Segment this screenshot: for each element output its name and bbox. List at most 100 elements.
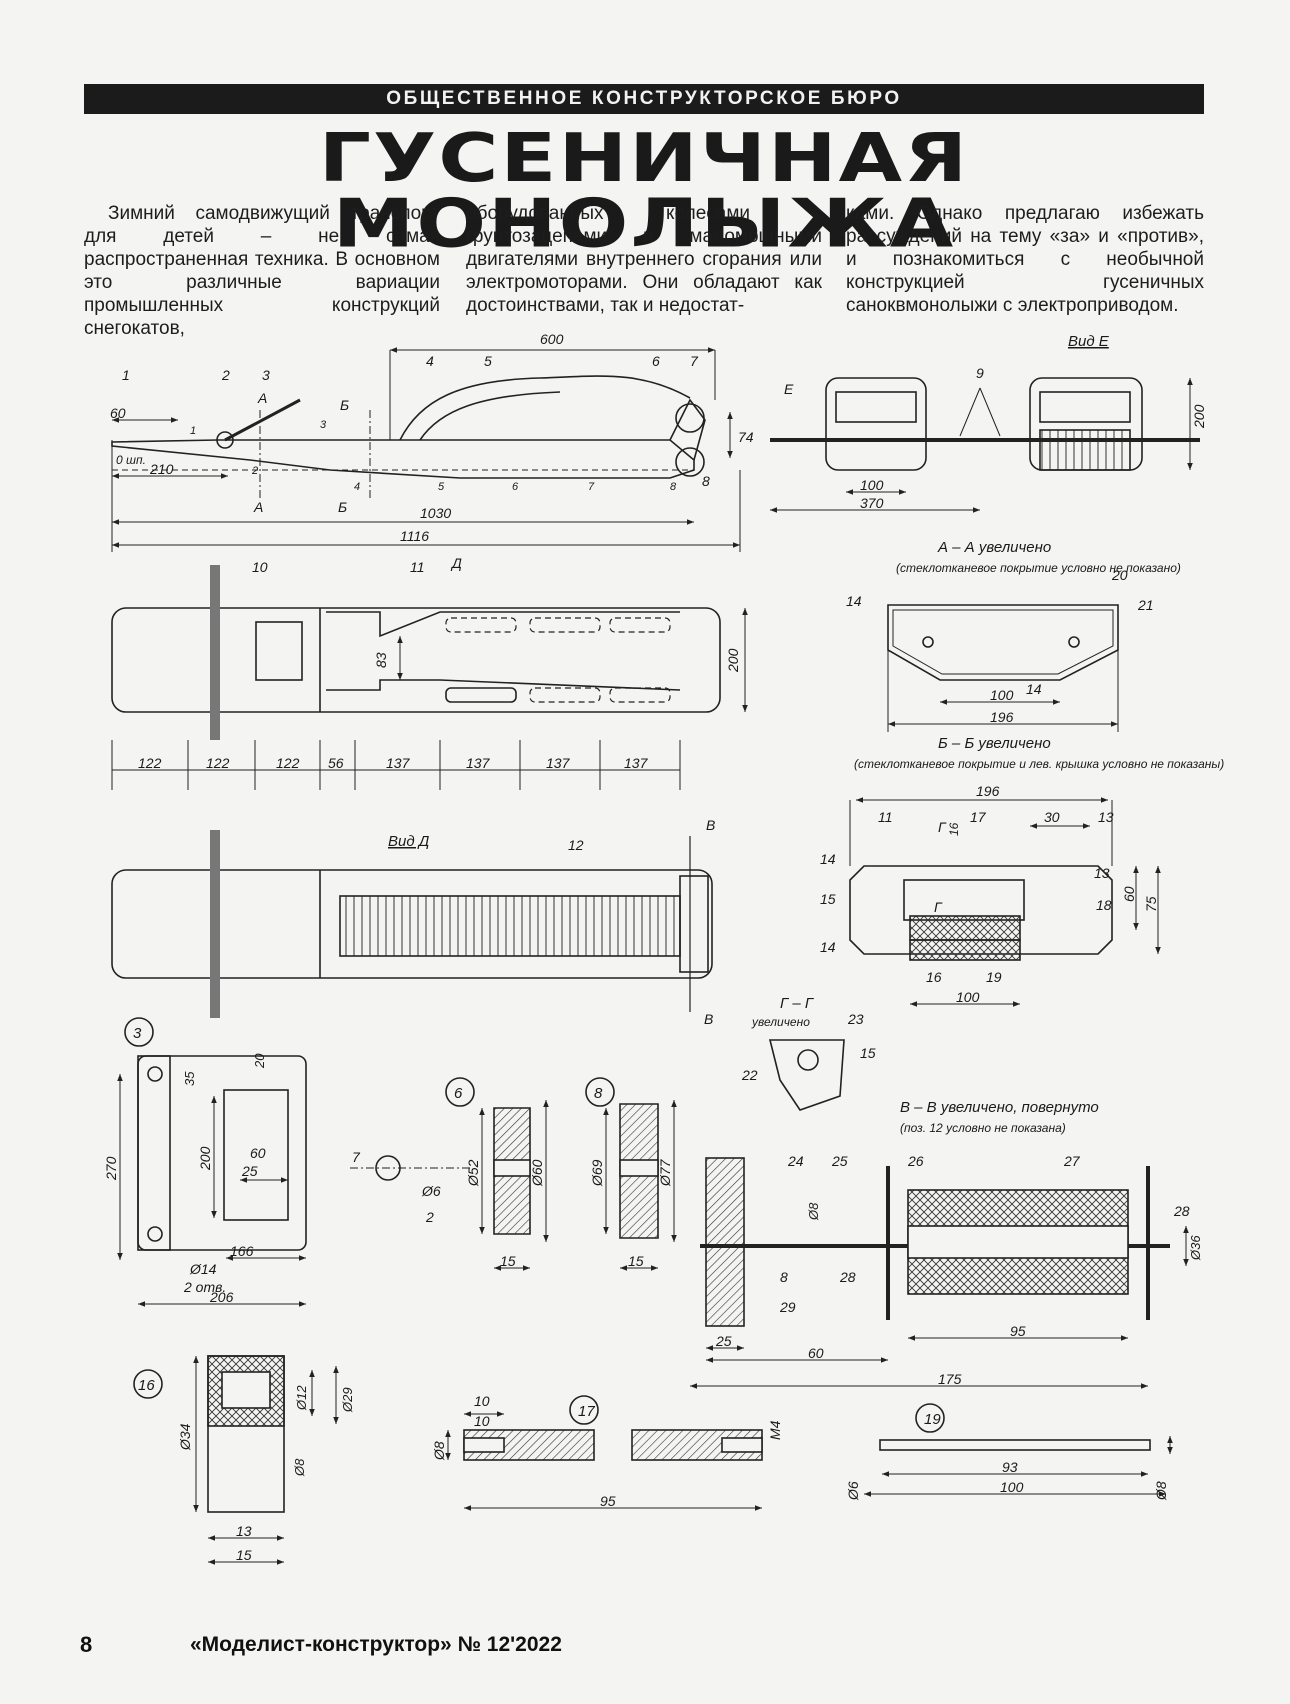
dim-vv-25: 25 [715,1333,732,1349]
pin-drawing [350,1155,470,1181]
dim-vv-d8: Ø8 [806,1202,821,1221]
dim-view-e-100: 100 [860,477,884,493]
callout-3: 3 [262,367,270,383]
dim-side-600: 600 [540,331,564,347]
callout-27: 27 [1063,1153,1081,1169]
dim-p6-15: 15 [500,1253,516,1269]
station-7: 7 [588,481,595,493]
article-title: ГУСЕНИЧНАЯ МОНОЛЫЖА [318,119,970,263]
dim-vv-60: 60 [808,1345,824,1361]
section-vv-note: (поз. 12 условно не показана) [900,1121,1066,1135]
callout-1: 1 [122,367,130,383]
callout-9: 9 [976,365,984,381]
mark-b-top: Б [340,397,349,413]
dim-plan-200: 200 [725,648,741,673]
dim-plan-137c: 137 [546,755,571,771]
dim-p16-13: 13 [236,1523,252,1539]
dim-bb-13: 13 [1098,809,1114,825]
dim-vv-175: 175 [938,1371,962,1387]
dim-bb-196: 196 [976,783,1000,799]
dim-p8-15: 15 [628,1253,644,1269]
section-aa-label: А – А увеличено [937,539,1051,556]
callout-bb-14a: 14 [820,851,836,867]
part-6-num: 6 [454,1085,463,1102]
dim-pin-d6: Ø6 [421,1183,441,1199]
part-6-drawing [479,1100,549,1271]
part-8-num: 8 [594,1085,603,1102]
plan-view [111,565,748,790]
dim-p3-200: 200 [197,1146,213,1171]
dim-p16-d29: Ø29 [340,1387,355,1413]
dim-side-1116: 1116 [400,528,429,544]
dim-plan-137d: 137 [624,755,649,771]
station-2: 2 [251,465,258,477]
dim-pin-2: 2 [425,1209,434,1225]
station-0: 0 шп. [116,453,146,467]
callout-24: 24 [787,1153,804,1169]
dim-p6-d52: Ø52 [465,1159,481,1187]
section-aa-note: (стеклотканевое покрытие условно не пока… [896,561,1181,575]
callout-28a: 28 [1173,1203,1190,1219]
part-8-circle [585,1077,615,1107]
callout-4: 4 [426,353,434,369]
callout-16: 16 [926,969,942,985]
dim-aa-196: 196 [990,709,1014,725]
side-view [111,347,741,552]
dim-p17-m4: M4 [767,1420,783,1440]
dim-p17-d8: Ø8 [431,1441,447,1461]
dim-aa-100: 100 [990,687,1014,703]
callout-aa-14a: 14 [846,593,862,609]
section-gg [768,1039,845,1111]
dim-p16-15: 15 [236,1547,252,1563]
station-4: 4 [354,481,360,493]
dim-vv-95: 95 [1010,1323,1026,1339]
part-17-circle [569,1395,599,1425]
callout-8: 8 [702,473,710,489]
part-16-drawing [193,1355,339,1565]
callout-29: 29 [779,1299,796,1315]
station-1: 1 [190,425,196,437]
station-5: 5 [438,481,445,493]
callout-aa-14b: 14 [1026,681,1042,697]
dim-p19-100: 100 [1000,1479,1024,1495]
dim-bb-30: 30 [1044,809,1060,825]
dim-p6-d60: Ø60 [529,1159,545,1187]
dim-p3-d14: Ø14 [189,1261,217,1277]
part-16-circle [133,1369,163,1399]
section-vv-label: В – В увеличено, повернуто [900,1099,1099,1116]
callout-bb-11: 11 [878,809,893,825]
view-d-label: Вид Д [388,833,430,850]
callout-bb-15: 15 [820,891,836,907]
dim-plan-122c: 122 [276,755,300,771]
callout-13: 13 [1094,865,1110,881]
dim-plan-83: 83 [373,652,389,668]
part-3-drawing [117,1055,307,1307]
callout-21: 21 [1137,597,1154,613]
magazine-issue: «Моделист-конструктор» № 12'2022 [190,1633,562,1656]
part-16-num: 16 [138,1377,155,1394]
callout-22: 22 [741,1067,758,1083]
section-bb-label: Б – Б увеличено [938,735,1051,752]
view-d [111,830,713,1018]
mark-g-bottom: Г [934,899,943,915]
mark-g-top: Г [938,819,947,835]
intro-column-3: ками. Однако предлагаю избежать рассужде… [846,203,1204,316]
dim-view-e-370: 370 [860,495,884,511]
dim-side-60: 60 [110,405,126,421]
dim-bb-75: 75 [1143,896,1159,912]
dim-p3-166: 166 [230,1243,254,1259]
callout-25: 25 [831,1153,848,1169]
dim-view-e-200: 200 [1191,404,1207,429]
dim-p3-20: 20 [252,1053,267,1069]
page-number: 8 [80,1632,93,1657]
dim-p16-d8: Ø8 [292,1458,307,1477]
dim-plan-122b: 122 [206,755,230,771]
part-3-circle [124,1017,154,1047]
callout-11: 11 [410,559,425,575]
callout-5: 5 [484,353,492,369]
dim-plan-122a: 122 [138,755,162,771]
dim-side-74: 74 [738,429,754,445]
section-title: ОБЩЕСТВЕННОЕ КОНСТРУКТОРСКОЕ БЮРО [386,88,902,109]
callout-bb-14b: 14 [820,939,836,955]
section-aa [887,604,1119,732]
